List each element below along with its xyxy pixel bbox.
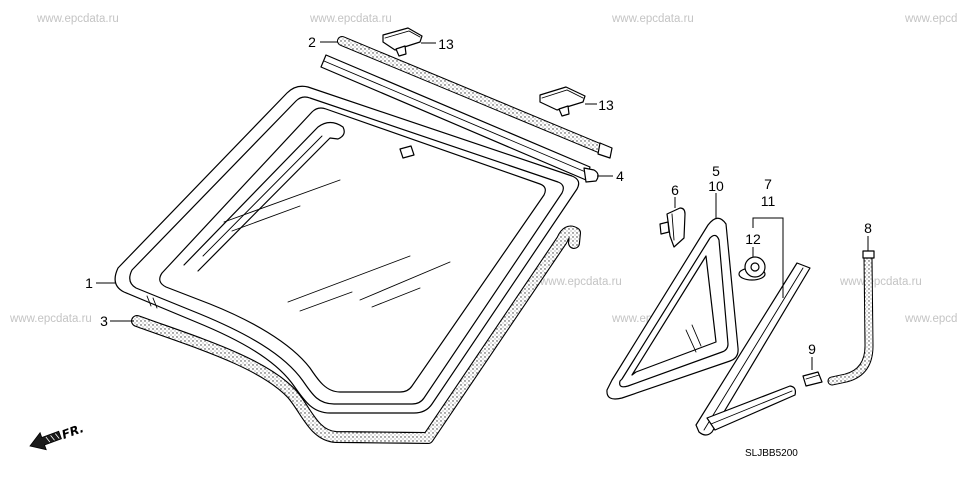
quarter-clip-prong	[659, 221, 670, 235]
glare-line	[359, 261, 451, 301]
quarter-clip-part	[659, 207, 686, 248]
quarter-clip-edge	[671, 213, 675, 241]
leader-lines	[96, 41, 869, 370]
front-direction-arrow-icon: FR.	[29, 421, 86, 451]
side-strip-part	[320, 54, 599, 183]
windshield-glass-part	[114, 85, 580, 414]
clip-plate-edge	[541, 89, 584, 99]
glare-line	[299, 291, 353, 312]
front-arrow-label: FR.	[60, 421, 86, 442]
clip-stem	[558, 105, 570, 117]
diagram-code: SLJBB5200	[745, 448, 798, 459]
windshield-frit-line	[129, 96, 564, 405]
callout-11[interactable]: 11	[761, 193, 776, 209]
molding-stipple	[338, 37, 608, 154]
quarter-clip-body	[666, 207, 686, 248]
watermark: www.epcdata.ru	[309, 13, 392, 25]
callout-13-lower[interactable]: 13	[598, 97, 614, 113]
vertical-strip-stipple	[828, 253, 873, 385]
watermark: www.epcd	[904, 313, 957, 325]
quarter-glass-pane	[631, 255, 717, 376]
vertical-strip-cap	[862, 250, 875, 259]
glare-line	[287, 255, 411, 303]
lower-dam-part	[131, 225, 581, 444]
callout-10[interactable]: 10	[708, 178, 724, 194]
watermark: www.epcd	[904, 13, 957, 25]
glare-line	[691, 324, 702, 347]
molding-end-cap	[597, 142, 613, 159]
callout-7[interactable]: 7	[764, 176, 772, 192]
clip-lower-part	[539, 86, 586, 117]
watermark: www.epcdata.ru	[539, 276, 622, 288]
callout-8[interactable]: 8	[864, 220, 872, 236]
quarter-glass-frame	[606, 217, 739, 400]
leader-bracket	[752, 217, 784, 298]
clip-upper-part	[382, 27, 423, 57]
callout-2[interactable]: 2	[308, 34, 316, 50]
callout-labels: 1 2 3 4 13 13 5 10 6 7 11 12 8 9	[85, 34, 872, 357]
callout-13-upper[interactable]: 13	[438, 36, 454, 52]
callout-12[interactable]: 12	[745, 231, 761, 247]
windshield-edge-mark	[152, 297, 158, 309]
grommet-center	[750, 262, 760, 272]
molding-bottom-inner	[710, 390, 793, 425]
small-block-part	[802, 371, 823, 387]
upper-molding-part	[337, 36, 613, 159]
clip-plate	[539, 86, 586, 111]
windshield-shade-band	[183, 121, 345, 272]
callout-5[interactable]: 5	[712, 163, 720, 179]
glare-line	[231, 205, 301, 232]
quarter-molding-part	[695, 262, 811, 436]
clip-plate	[382, 27, 423, 51]
callout-9[interactable]: 9	[808, 341, 816, 357]
callout-4[interactable]: 4	[616, 168, 624, 184]
windshield-shade-line	[202, 135, 323, 257]
glare-line	[685, 329, 697, 353]
strip-end-piece	[583, 167, 599, 183]
callout-3[interactable]: 3	[100, 313, 108, 329]
molding-diagonal-inner	[703, 267, 804, 431]
quarter-glass-part	[606, 217, 739, 400]
watermark: www.epcdata.ru	[839, 276, 922, 288]
front-arrow-hatch	[45, 433, 60, 443]
watermark: www.epcdata.ru	[9, 313, 92, 325]
front-arrow-shape	[29, 430, 62, 451]
grommet-head	[744, 256, 766, 278]
clip-plate-edge	[384, 30, 421, 39]
callout-1[interactable]: 1	[85, 275, 93, 291]
windshield-view-area	[159, 107, 546, 393]
watermark: www.epcdata.ru	[36, 13, 119, 25]
glare-line	[371, 287, 421, 308]
dam-stipple	[132, 226, 580, 443]
watermark: www.epcdata.ru	[611, 13, 694, 25]
windshield-edge-mark	[146, 295, 152, 307]
grommet-part	[738, 256, 766, 281]
clip-stem	[395, 45, 407, 57]
small-block-edge	[805, 374, 820, 380]
windshield-sensor-mark	[399, 145, 415, 159]
glare-line	[223, 179, 341, 223]
strip-inner-line	[323, 60, 589, 174]
quarter-glass-frame-inner	[619, 234, 729, 388]
vertical-strip-part	[827, 250, 875, 386]
callout-6[interactable]: 6	[671, 182, 679, 198]
